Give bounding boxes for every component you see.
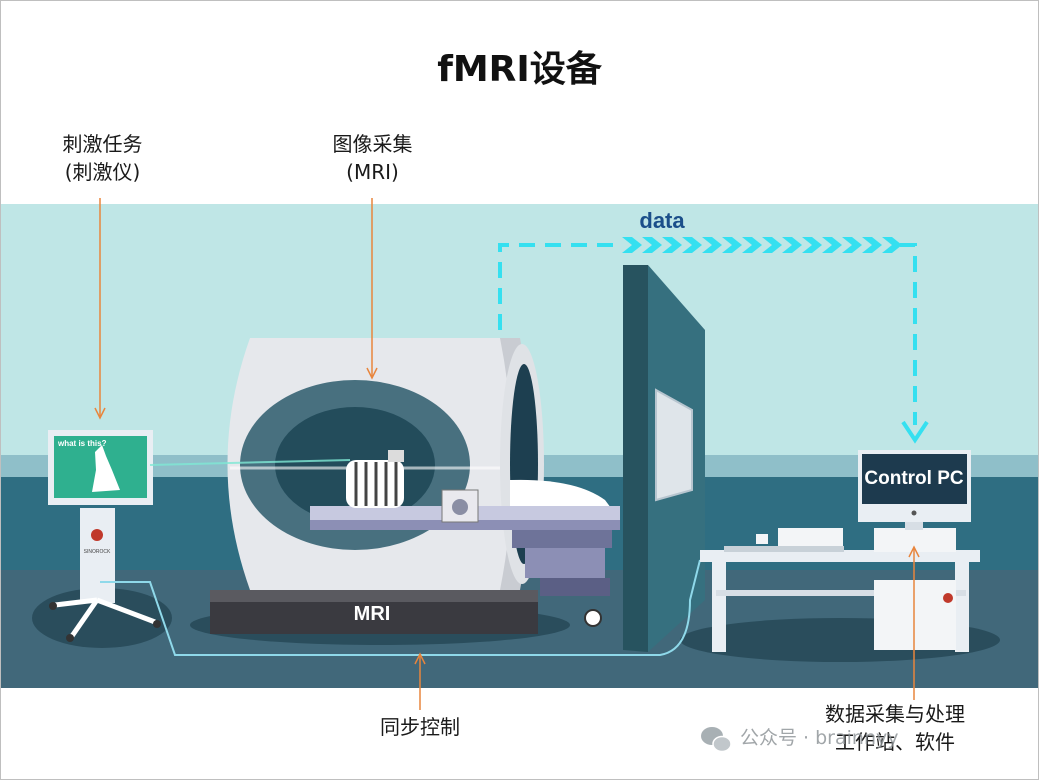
watermark-text: 公众号 · brainnyy <box>740 727 899 749</box>
monitor-caption: what is this? <box>57 439 107 448</box>
page-title: fMRI设备 <box>437 49 602 90</box>
scanner-label: MRI <box>354 603 391 625</box>
stimulus-label-line1: 刺激任务 <box>62 132 143 156</box>
stand-brand: SINOROCK <box>84 549 111 555</box>
imaging-label: 图像采集 (MRI) <box>310 130 435 186</box>
control-workstation <box>700 450 980 652</box>
pc-screen-label: Control PC <box>864 468 963 489</box>
stimulus-label-line2: (刺激仪) <box>64 160 141 184</box>
workstation-label-line2: 工作站、软件 <box>835 730 955 754</box>
workstation-label: 数据采集与处理 工作站、软件 <box>800 700 990 756</box>
imaging-label-line2: (MRI) <box>346 160 399 184</box>
head-coil <box>346 450 479 523</box>
observation-window <box>655 388 693 502</box>
wechat-icon <box>701 727 732 753</box>
sync-cable <box>100 559 701 656</box>
workstation-label-line1: 数据采集与处理 <box>825 702 965 726</box>
shielding-wall <box>623 265 705 652</box>
stimulus-label: 刺激任务 (刺激仪) <box>40 130 165 186</box>
data-flow-label: data <box>639 208 685 233</box>
imaging-label-line1: 图像采集 <box>332 132 413 156</box>
stimulus-stand: what is this? SINOROCK <box>48 430 351 642</box>
data-flow-arrow <box>498 237 929 444</box>
sync-label: 同步控制 <box>380 715 460 739</box>
